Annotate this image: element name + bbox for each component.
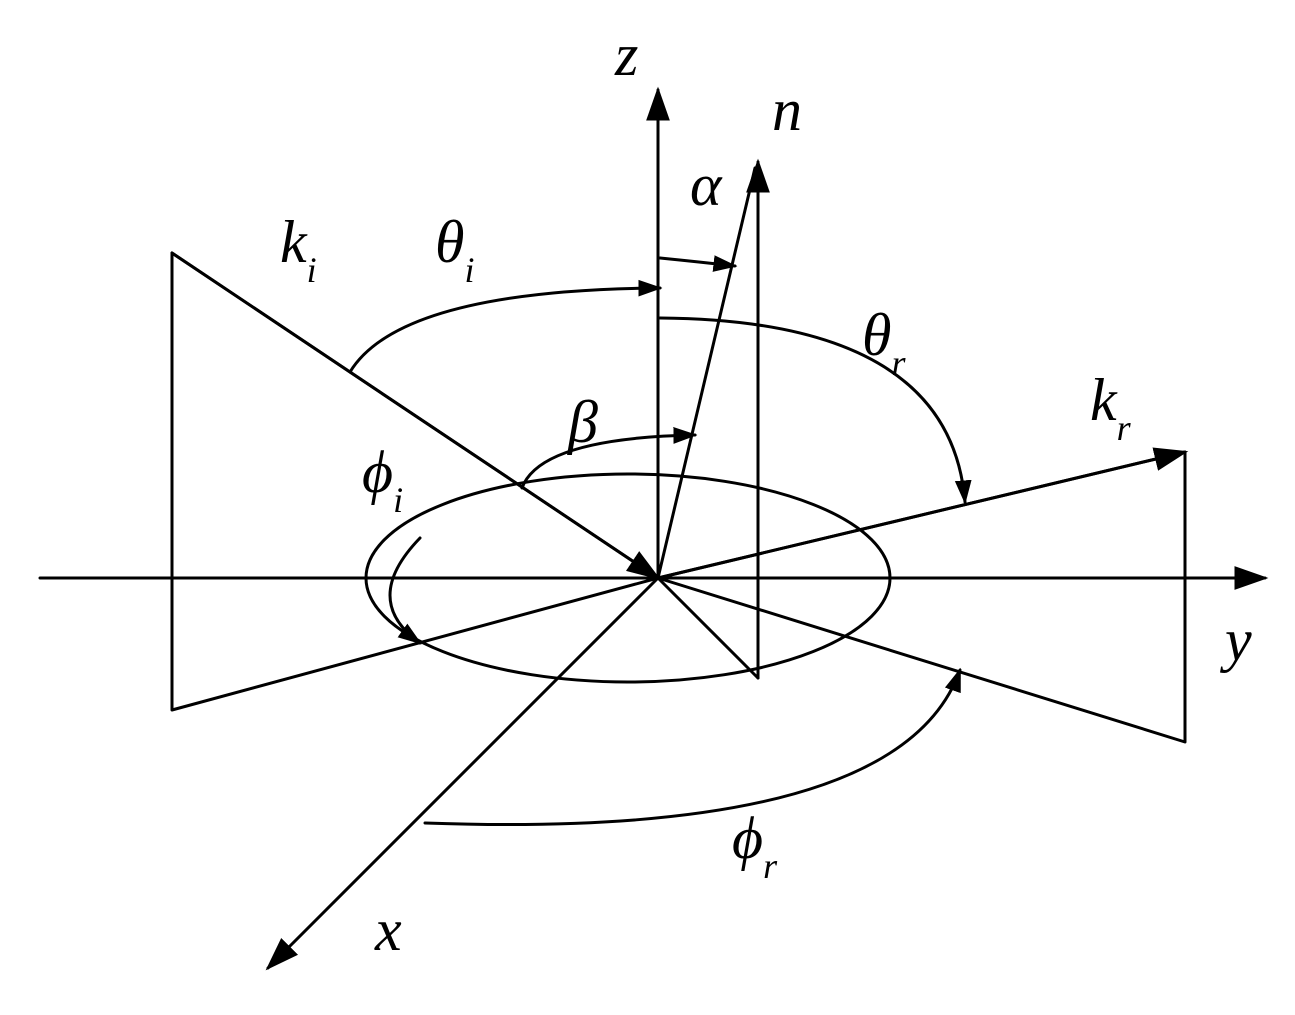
theta-r-arc [658, 316, 972, 505]
normal-label: n [772, 77, 802, 143]
azimuth-ellipse [364, 472, 892, 684]
phi-i-label: ϕi [362, 439, 403, 520]
y-axis-label: y [1219, 607, 1252, 673]
x-axis-label: x [374, 897, 402, 963]
beta-label: β [567, 389, 598, 455]
normal-vector [656, 166, 757, 580]
theta-i-arc [348, 279, 663, 374]
normal-projection [656, 576, 760, 680]
phi-i-arc [388, 536, 422, 645]
beta-arc [520, 427, 698, 490]
reflected-beam-triangle [656, 450, 1187, 744]
phi-r-arc [423, 667, 962, 827]
theta-r-label: θr [862, 302, 906, 383]
theta-i-label: θi [435, 209, 475, 290]
reflected-vector-label: kr [1090, 367, 1132, 448]
alpha-arc [658, 255, 738, 272]
reflected-wave-vector [656, 447, 1189, 580]
z-axis-label: z [614, 22, 638, 88]
x-axis [265, 576, 660, 971]
phi-r-label: ϕr [732, 805, 778, 886]
incident-wave-vector [170, 251, 661, 580]
incident-vector-label: ki [280, 209, 317, 290]
alpha-label: α [690, 152, 723, 218]
